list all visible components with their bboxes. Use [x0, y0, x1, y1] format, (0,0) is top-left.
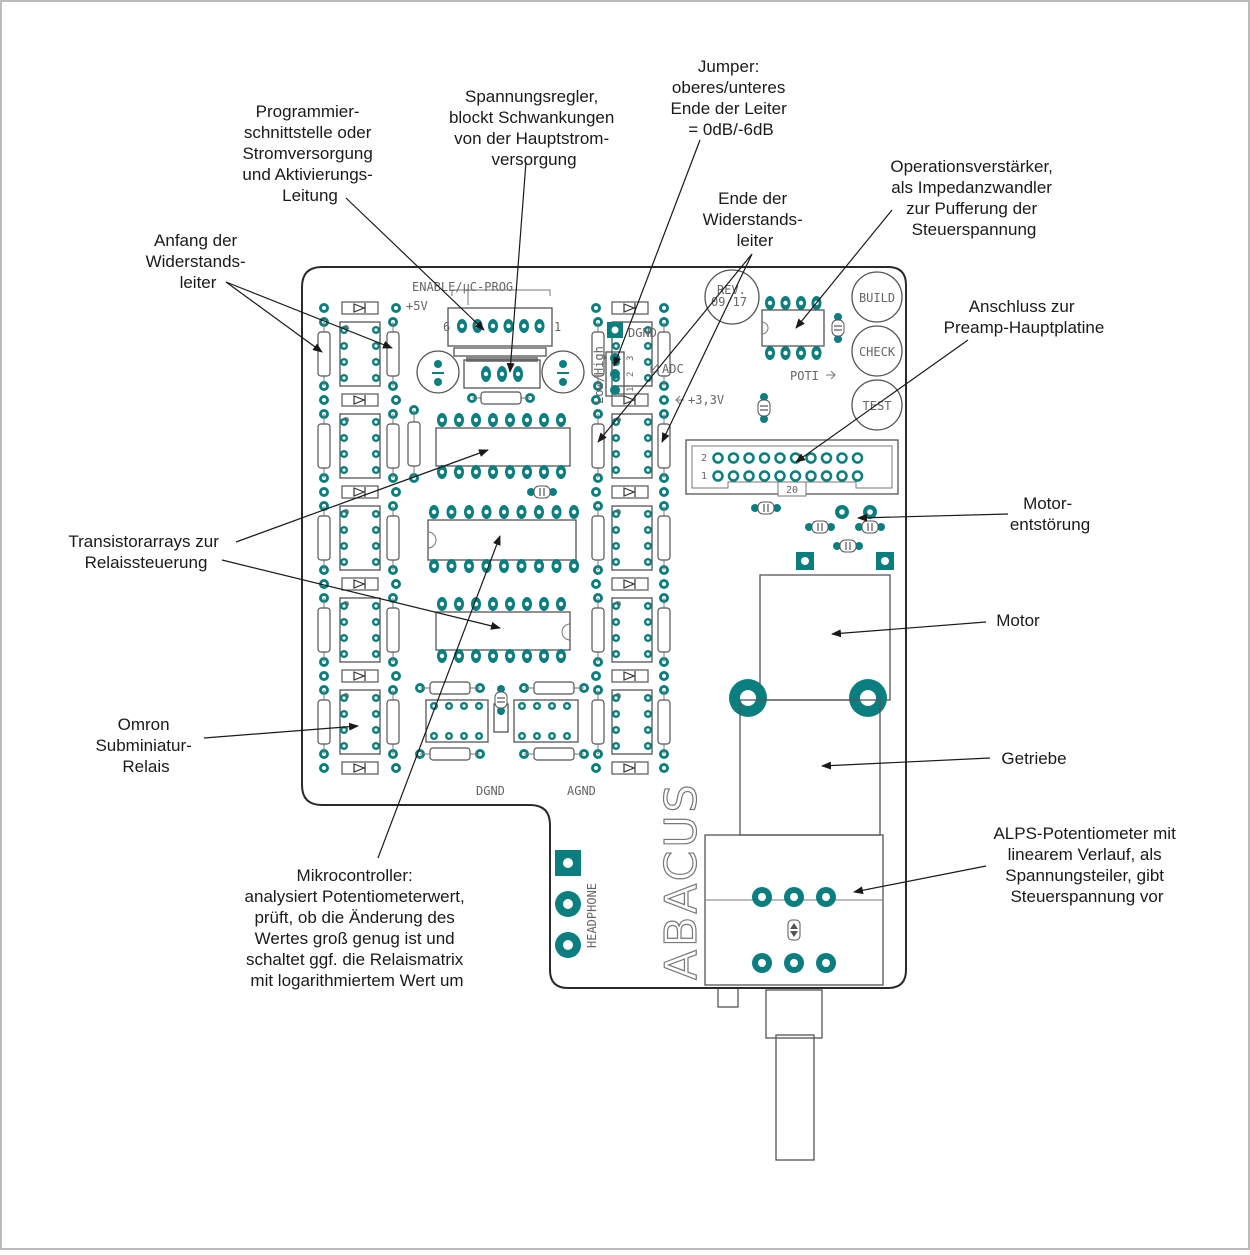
diodes	[319, 301, 669, 775]
poti-arrow-icon	[826, 370, 836, 380]
label-pin1: 1	[554, 320, 561, 334]
annotation-opamp: Operationsverstärker, als Impedanzwandle…	[890, 157, 1057, 239]
label-test: TEST	[863, 399, 892, 413]
electrolytic-caps	[416, 350, 585, 394]
preamp-connector-pins	[712, 452, 864, 482]
annotation-microcontroller: Mikrocontroller: analysiert Potentiomete…	[245, 866, 470, 990]
annotation-ladder-end: Ende der Widerstands- leiter	[703, 189, 808, 250]
label-enable: ENABLE/µC-PROG	[412, 280, 513, 294]
label-dgnd-top: DGND	[628, 326, 657, 340]
label-dgnd-bottom: DGND	[476, 784, 505, 798]
potentiometer-shaft	[717, 984, 823, 1161]
misc-components	[415, 313, 885, 761]
annotation-motor: Motor	[996, 611, 1040, 630]
label-j2: 2	[626, 372, 636, 377]
label-33v: +3,3V	[688, 393, 724, 407]
prog-header-pins	[457, 319, 545, 333]
label-j1: 1	[626, 387, 636, 392]
motor-pads	[796, 552, 894, 570]
prog-header	[447, 289, 553, 362]
rev-marker	[704, 269, 760, 325]
annotation-transistor-arrays: Transistorarrays zur Relaissteuerung	[68, 532, 223, 572]
voltage-regulator	[463, 359, 541, 389]
label-pin6: 6	[443, 320, 450, 334]
alps-pot-body	[704, 834, 884, 986]
annotation-alps-pot: ALPS-Potentiometer mit linearem Verlauf,…	[993, 824, 1180, 906]
label-low-high: Low/High	[592, 346, 606, 404]
label-build: BUILD	[859, 291, 895, 305]
annotation-preamp: Anschluss zur Preamp-Hauptplatine	[944, 297, 1105, 337]
label-adc: ADC	[662, 362, 684, 376]
label-rev: REV.	[717, 283, 746, 297]
annotation-prog-interface: Programmier- schnittstelle oder Stromver…	[242, 102, 377, 205]
label-plus5v: +5V	[406, 299, 428, 313]
brand-abacus: ABACUS	[656, 782, 707, 980]
annotation-jumper: Jumper: oberes/unteres Ende der Leiter =…	[671, 57, 792, 139]
annotation-regulator: Spannungsregler, blockt Schwankungen von…	[449, 87, 619, 169]
label-j3: 3	[626, 356, 636, 361]
annotation-gearbox: Getriebe	[1001, 749, 1066, 768]
annotation-relay: Omron Subminiatur- Relais	[95, 715, 196, 776]
v33-arrow-icon	[675, 395, 684, 405]
opamp-chip	[761, 309, 825, 347]
label-agnd: AGND	[567, 784, 596, 798]
test-pad	[851, 379, 903, 431]
regulator-pins	[481, 366, 523, 382]
transistor-array-bottom	[435, 611, 571, 651]
ic-pins	[429, 296, 822, 740]
label-headphone: HEADPHONE	[585, 883, 599, 948]
preamp-connector	[685, 439, 899, 497]
motor-body	[729, 574, 891, 717]
label-hdr-20: 20	[786, 485, 798, 496]
label-check: CHECK	[859, 345, 896, 359]
build-pad	[851, 271, 903, 323]
label-hdr-row1: 1	[701, 471, 707, 482]
headphone-pads	[555, 850, 581, 958]
annotation-arrows	[203, 139, 1009, 895]
annotation-motor-suppression: Motor- entstörung	[1010, 494, 1090, 534]
check-pad	[851, 325, 903, 377]
label-poti: POTI	[790, 369, 819, 383]
label-hdr-row2: 2	[701, 453, 707, 464]
transistor-array-top	[435, 427, 571, 467]
annotation-ladder-start: Anfang der Widerstands- leiter	[146, 231, 251, 292]
